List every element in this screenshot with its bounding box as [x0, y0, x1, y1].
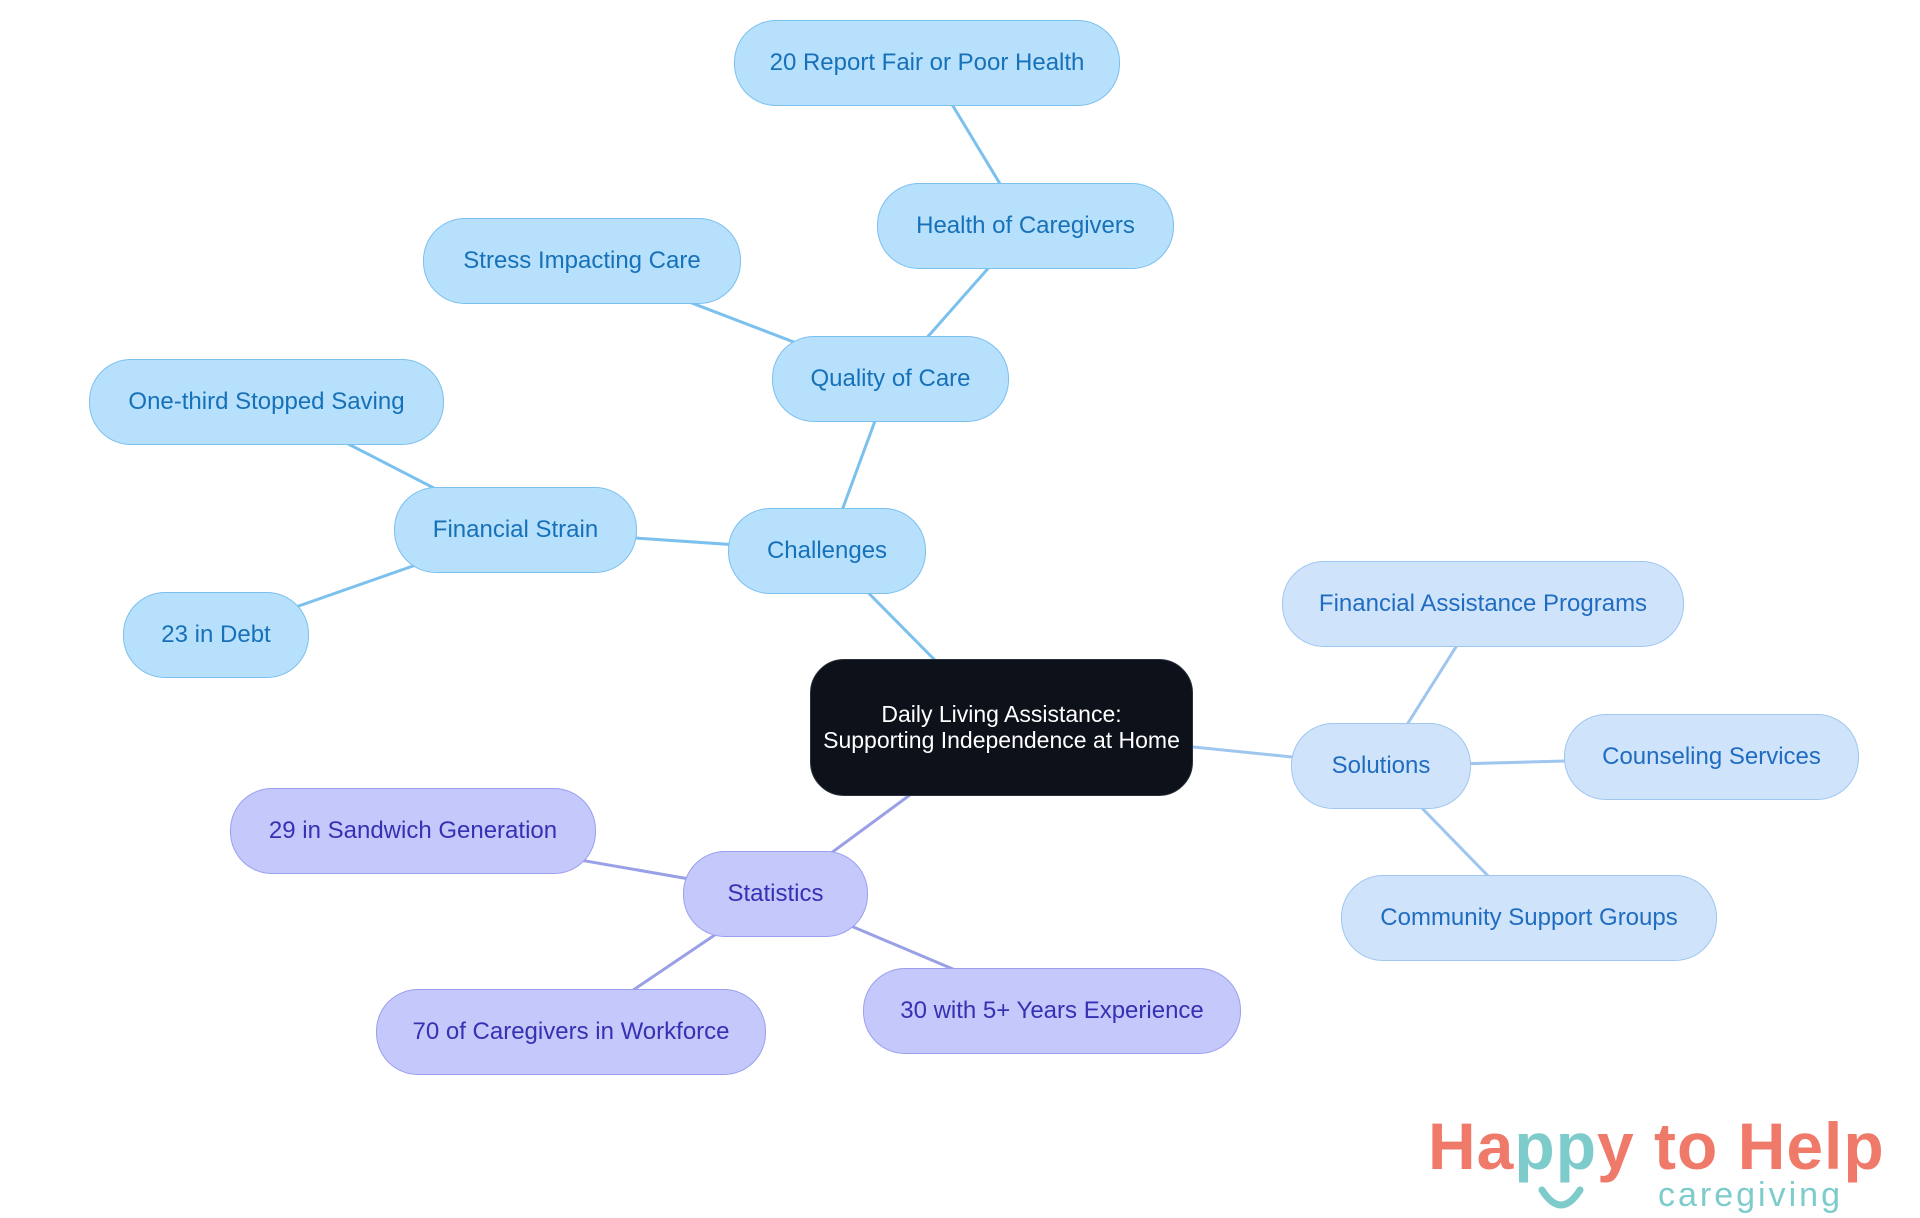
node-counseling[interactable]: Counseling Services [1564, 714, 1859, 800]
logo-text-part2: pp [1514, 1109, 1598, 1183]
node-experience-label: 30 with 5+ Years Experience [900, 997, 1204, 1025]
node-sandwich-generation-label: 29 in Sandwich Generation [268, 817, 558, 845]
node-health-of-caregivers-label: Health of Caregivers [916, 212, 1135, 240]
node-challenges-label: Challenges [766, 537, 888, 565]
node-solutions-label: Solutions [1331, 752, 1431, 780]
node-poor-health[interactable]: 20 Report Fair or Poor Health [734, 20, 1120, 106]
node-statistics[interactable]: Statistics [683, 851, 868, 937]
node-quality-of-care[interactable]: Quality of Care [772, 336, 1009, 422]
smile-icon [1538, 1186, 1584, 1209]
node-counseling-label: Counseling Services [1602, 743, 1821, 771]
node-quality-of-care-label: Quality of Care [810, 365, 971, 393]
node-debt-label: 23 in Debt [161, 621, 271, 649]
logo-text-part1: Ha [1428, 1109, 1515, 1183]
node-statistics-label: Statistics [727, 880, 824, 908]
node-financial-assistance-label: Financial Assistance Programs [1318, 590, 1648, 618]
node-community-support[interactable]: Community Support Groups [1341, 875, 1717, 961]
node-community-support-label: Community Support Groups [1380, 904, 1678, 932]
node-solutions[interactable]: Solutions [1291, 723, 1471, 809]
node-stopped-saving[interactable]: One-third Stopped Saving [89, 359, 444, 445]
node-debt[interactable]: 23 in Debt [123, 592, 309, 678]
node-financial-strain[interactable]: Financial Strain [394, 487, 637, 573]
node-poor-health-label: 20 Report Fair or Poor Health [769, 49, 1085, 77]
node-stopped-saving-label: One-third Stopped Saving [128, 388, 405, 416]
node-health-of-caregivers[interactable]: Health of Caregivers [877, 183, 1174, 269]
logo-subtitle: caregiving [1658, 1176, 1843, 1214]
happy-to-help-logo: Happy to Help caregiving [1428, 1108, 1908, 1218]
logo-text-part3: y to Help [1597, 1109, 1885, 1183]
node-workforce[interactable]: 70 of Caregivers in Workforce [376, 989, 766, 1075]
node-financial-strain-label: Financial Strain [432, 516, 599, 544]
node-experience[interactable]: 30 with 5+ Years Experience [863, 968, 1241, 1054]
node-stress[interactable]: Stress Impacting Care [423, 218, 741, 304]
node-root[interactable]: Daily Living Assistance: Supporting Inde… [810, 659, 1193, 796]
node-financial-assistance[interactable]: Financial Assistance Programs [1282, 561, 1684, 647]
node-sandwich-generation[interactable]: 29 in Sandwich Generation [230, 788, 596, 874]
node-stress-label: Stress Impacting Care [463, 247, 701, 275]
node-challenges[interactable]: Challenges [728, 508, 926, 594]
node-workforce-label: 70 of Caregivers in Workforce [412, 1018, 730, 1046]
node-root-label: Daily Living Assistance: Supporting Inde… [823, 701, 1180, 753]
logo-wordmark: Happy to Help [1428, 1108, 1885, 1184]
